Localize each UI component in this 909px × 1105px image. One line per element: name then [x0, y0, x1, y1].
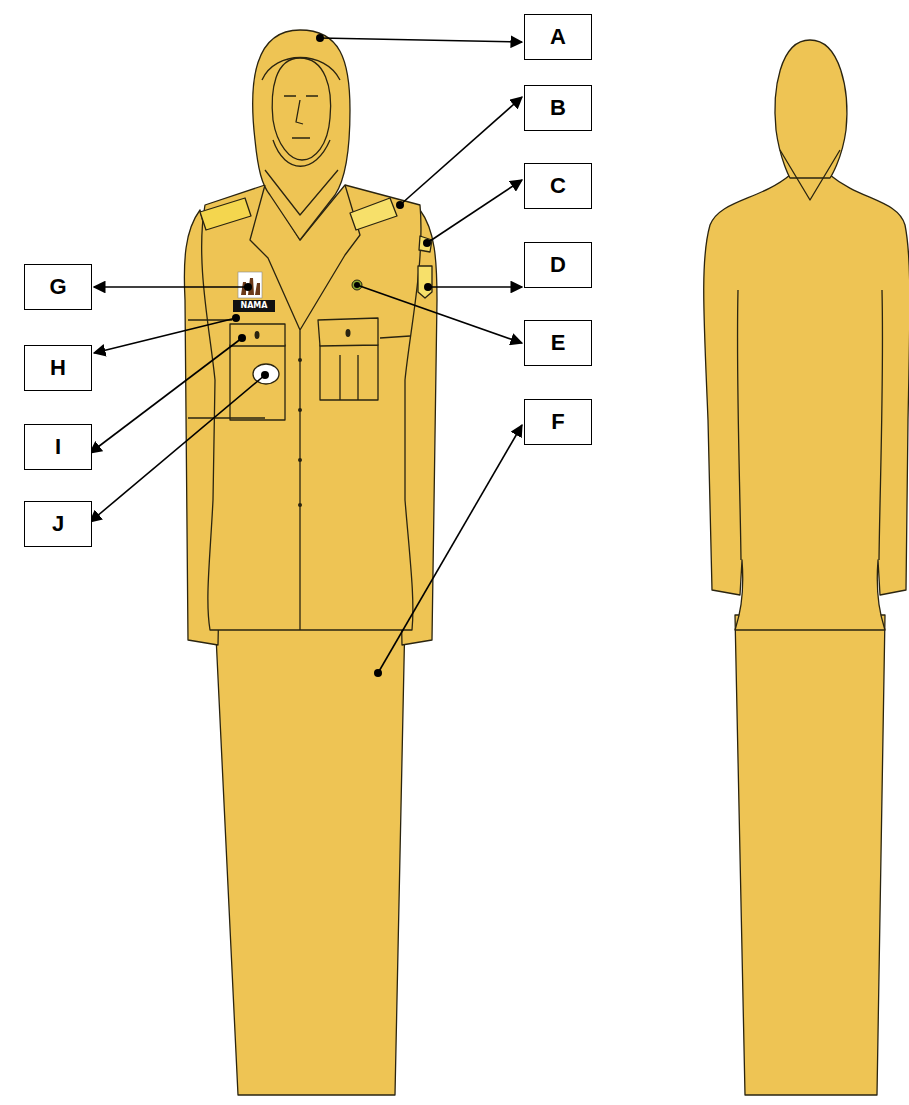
leader-dot [423, 239, 431, 247]
callout-letter: D [550, 252, 566, 278]
button [298, 358, 302, 362]
pocket-flap [230, 324, 285, 346]
hijab-fold [780, 150, 840, 200]
skirt [735, 615, 885, 1095]
leader-dot [374, 669, 382, 677]
leader-line [400, 97, 522, 205]
leader-dot [354, 282, 360, 288]
jacket-back [704, 175, 909, 630]
skirt [215, 615, 405, 1095]
emblem [238, 272, 262, 298]
button [298, 503, 302, 507]
jacket [202, 185, 421, 630]
callout-box: A [524, 14, 592, 60]
callout-box: D [524, 242, 592, 288]
leader-dot [261, 371, 269, 379]
name-tag: NAMA [233, 300, 275, 312]
hijab [253, 30, 350, 240]
leader-line [357, 285, 522, 343]
leader-line [90, 338, 242, 453]
callout-letter: G [49, 274, 66, 300]
callout-letter: B [550, 95, 566, 121]
leader-dot [244, 283, 252, 291]
leader-line [94, 318, 236, 353]
face [272, 58, 330, 160]
hijab-fold [262, 58, 340, 216]
callout-letter: H [50, 355, 66, 381]
callout-box: G [24, 264, 92, 310]
callout-box: E [524, 320, 592, 366]
epaulette [350, 198, 397, 230]
button [255, 331, 260, 339]
button [298, 458, 302, 462]
pocket-flap [318, 318, 378, 346]
leader-dot [238, 334, 246, 342]
leader-dot [316, 34, 324, 42]
callout-letter: J [52, 511, 64, 537]
sleeve-patch [418, 266, 432, 298]
leader-dot [232, 314, 240, 322]
leader-dot [424, 283, 432, 291]
callout-box: F [524, 399, 592, 445]
pocket-pleat [340, 355, 358, 400]
leader-line [90, 375, 265, 522]
leader-line [427, 180, 522, 243]
pin [352, 280, 362, 290]
callout-box: J [24, 501, 92, 547]
callout-letter: F [551, 409, 564, 435]
callout-letter: E [551, 330, 566, 356]
leader-line [94, 286, 248, 288]
callout-letter: C [550, 173, 566, 199]
leader-line [378, 425, 522, 673]
face-features [284, 96, 318, 138]
pocket [230, 345, 285, 420]
leader-line [428, 286, 522, 288]
sleeve-line [737, 290, 882, 560]
leader-line [320, 38, 522, 42]
callout-box: C [524, 163, 592, 209]
leader-dot [396, 201, 404, 209]
tag-text: NAMA [240, 302, 267, 310]
button [346, 329, 351, 337]
epaulette [200, 198, 251, 230]
shoulder-badge [419, 236, 432, 252]
callout-box: B [524, 85, 592, 131]
callout-box: I [24, 424, 92, 470]
callout-box: H [24, 345, 92, 391]
callout-letter: I [55, 434, 61, 460]
callout-letter: A [550, 24, 566, 50]
pocket [320, 345, 378, 400]
button [298, 408, 302, 412]
lapel [250, 185, 360, 630]
